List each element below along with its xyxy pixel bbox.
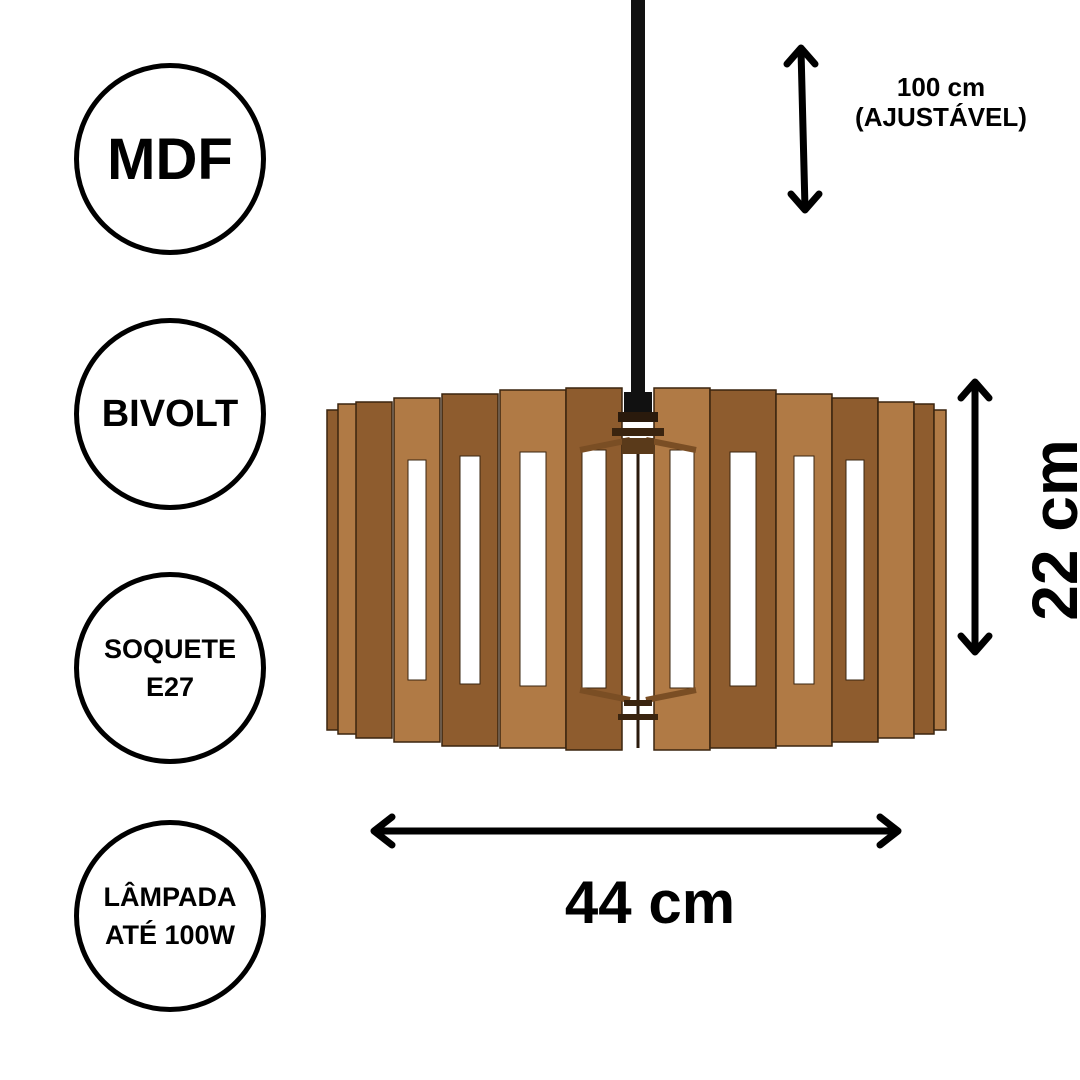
width-arrow [370,813,902,849]
slat-window [459,455,481,685]
slat-window [729,451,757,687]
cord-length-label: 100 cm (AJUSTÁVEL) [836,72,1046,132]
slat [337,403,359,735]
socket-badge: SOQUETE E27 [74,572,266,764]
socket-label-line1: SOQUETE [103,634,237,664]
slat [877,401,915,739]
inner-arm [579,437,631,453]
cord-length-arrow [783,44,823,214]
slat-window [793,455,815,685]
width-label: 44 cm [564,869,736,936]
bulb-text: LÂMPADA ATÉ 100W [104,878,237,954]
slat [326,409,340,731]
slat [913,403,935,735]
slat-window [845,459,865,681]
height-label: 22 cm [1019,439,1080,621]
bulb-label-line2: ATÉ 100W [104,920,235,950]
slat-window [519,451,547,687]
slat [355,401,393,739]
inner-arm [579,687,631,703]
material-badge: MDF [74,63,266,255]
cord-length-value: 100 cm [896,72,986,102]
height-arrow [957,378,993,656]
socket-text: SOQUETE E27 [104,630,236,706]
material-label: MDF [107,126,233,192]
slat-window [669,449,695,689]
wooden-slats [326,387,947,751]
bulb-label-line1: LÂMPADA [103,882,237,912]
slat-window [407,459,427,681]
inner-arm [645,437,697,453]
bulb-badge: LÂMPADA ATÉ 100W [74,820,266,1012]
cord-adjustable-note: (AJUSTÁVEL) [855,102,1027,132]
cord-cap [624,392,652,414]
voltage-badge: BIVOLT [74,318,266,510]
slat [933,409,947,731]
socket-label-line2: E27 [145,672,195,702]
inner-arm [645,687,697,703]
voltage-label: BIVOLT [101,392,239,435]
socket-hub [612,412,664,720]
power-cord [631,0,645,400]
slat-window [581,449,607,689]
